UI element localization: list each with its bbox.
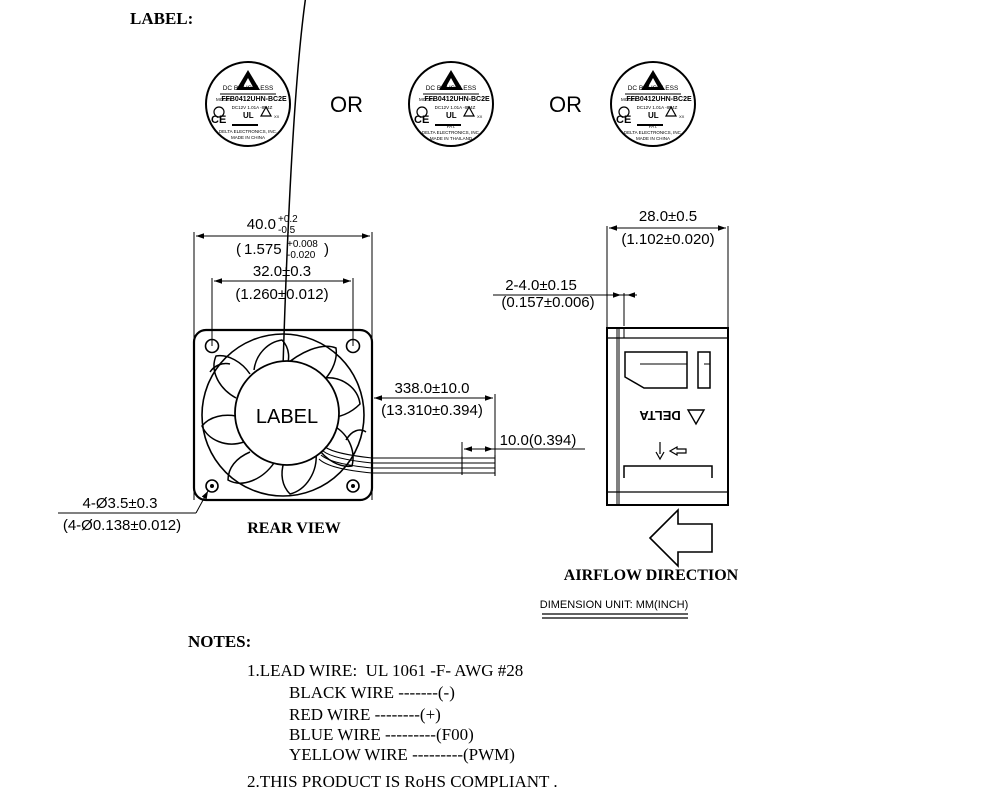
badge-rating: DC12V 1.01A -8P4Z — [637, 105, 678, 110]
badge-model-prefix: MODEL — [419, 97, 436, 102]
lead-length-dimension: 338.0±10.0 — [395, 380, 470, 397]
width-inch-dimension: 1.575 — [244, 241, 282, 258]
mounting-hole-bl — [205, 479, 219, 493]
badge-xx-mark: XX — [477, 114, 483, 119]
badge-company: DELTA ELECTRONICS, INC. — [624, 130, 682, 135]
badge-origin: MADE IN CHINA — [231, 135, 265, 140]
badge-model: FFB0412UHN-BC2E — [626, 96, 692, 103]
note-rohs: 2.THIS PRODUCT IS RoHS COMPLIANT . — [247, 772, 558, 791]
badge-ce-mark: CE — [211, 114, 226, 126]
side-view — [493, 225, 729, 568]
rear-view-title: REAR VIEW — [247, 520, 341, 537]
fan-opening — [201, 333, 365, 497]
rear-view — [58, 0, 585, 514]
badge-company: DELTA ELECTRONICS, INC. — [422, 130, 480, 135]
badge-type: DC BRUSHLESS — [223, 85, 274, 92]
badge-pat: PAT. — [447, 124, 456, 129]
hole-callout-inch: (4-Ø0.138±0.012) — [63, 517, 181, 534]
hub-label: LABEL — [256, 406, 318, 428]
dimension-unit: DIMENSION UNIT: MM(INCH) — [540, 599, 689, 611]
width-inch-open: ( — [236, 241, 241, 258]
note-wire-black: BLACK WIRE -------(-) — [289, 683, 455, 702]
notes-title: NOTES: — [188, 632, 251, 651]
label-badge-3: DC BRUSHLESS MODEL FFB0412UHN-BC2E DC12V… — [610, 61, 696, 147]
badge-model-prefix: MODEL — [621, 97, 638, 102]
badge-ce-mark: CE — [414, 114, 429, 126]
mounting-hole-tr — [345, 338, 361, 354]
badge-model-prefix: MODEL — [216, 97, 233, 102]
badge-origin: MADE IN CHINA — [636, 136, 670, 141]
width-inch-close: ) — [324, 241, 329, 258]
fan-frame — [192, 328, 374, 502]
width-tolerance-upper: +0.2 — [278, 214, 298, 225]
note-wire-yellow: YELLOW WIRE ---------(PWM) — [289, 745, 515, 764]
or-connector-2: OR — [549, 92, 582, 117]
strip-length-dimension: 10.0(0.394) — [500, 432, 577, 449]
fan-side-body — [606, 327, 729, 506]
badge-ul-mark: UL — [648, 111, 659, 120]
or-connector-1: OR — [330, 92, 363, 117]
mounting-hole-tl — [204, 338, 220, 354]
fan-hub — [234, 360, 340, 466]
badge-rating: DC12V 1.01A -8P4Z — [435, 105, 476, 110]
badge-model: FFB0412UHN-BC2E — [221, 96, 287, 103]
airflow-direction-label: AIRFLOW DIRECTION — [564, 567, 739, 584]
lead-length-inch-dimension: (13.310±0.394) — [381, 402, 483, 419]
hole-pitch-inch-dimension: (1.260±0.012) — [235, 286, 328, 303]
width-dimension: 40.0 — [247, 216, 276, 233]
lead-wires — [318, 446, 496, 476]
label-section-title: LABEL: — [130, 9, 193, 28]
down-arrow-icon — [655, 442, 665, 461]
depth-inch-dimension: (1.102±0.020) — [621, 231, 714, 248]
label-badge-1: DC BRUSHLESS MODEL FFB0412UHN-BC2E DC12V… — [205, 61, 291, 147]
mounting-hole-br — [346, 479, 360, 493]
badge-pat: PAT. — [649, 124, 658, 129]
badge-ce-mark: CE — [616, 114, 631, 126]
hole-callout: 4-Ø3.5±0.3 — [83, 495, 158, 512]
label-badge-2: DC BRUSHLESS MODEL FFB0412UHN-BC2E DC12V… — [408, 61, 494, 147]
slot-inch-dimension: (0.157±0.006) — [501, 294, 594, 311]
badge-ul-mark: UL — [446, 111, 457, 120]
note-lead-wire: 1.LEAD WIRE: UL 1061 -F- AWG #28 — [247, 661, 523, 680]
note-wire-red: RED WIRE --------(+) — [289, 705, 441, 724]
hole-pitch-dimension: 32.0±0.3 — [253, 263, 311, 280]
depth-dimension: 28.0±0.5 — [639, 208, 697, 225]
badge-company: DELTA ELECTRONICS, INC. — [219, 129, 277, 134]
badge-origin: MADE IN THAILAND — [430, 136, 473, 141]
badge-model: FFB0412UHN-BC2E — [424, 96, 490, 103]
width-inch-tolerance-upper: +0.008 — [287, 239, 318, 250]
badge-ul-mark: UL — [243, 111, 254, 120]
note-wire-blue: BLUE WIRE ---------(F00) — [289, 725, 474, 744]
badge-xx-mark: XX — [274, 114, 280, 119]
width-tolerance-lower: -0.5 — [278, 225, 296, 236]
brand-mark: DELTA — [639, 408, 681, 423]
left-arrow-icon — [668, 445, 687, 457]
delta-logo-icon — [686, 409, 706, 426]
badge-rating: DC12V 1.01A -8P4Z — [232, 105, 273, 110]
badge-xx-mark: XX — [679, 114, 685, 119]
width-inch-tolerance-lower: -0.020 — [287, 250, 316, 261]
slot-dimension: 2-4.0±0.15 — [505, 277, 577, 294]
badge-type: DC BRUSHLESS — [628, 85, 679, 92]
badge-type: DC BRUSHLESS — [426, 85, 477, 92]
airflow-arrow-icon — [648, 508, 713, 568]
